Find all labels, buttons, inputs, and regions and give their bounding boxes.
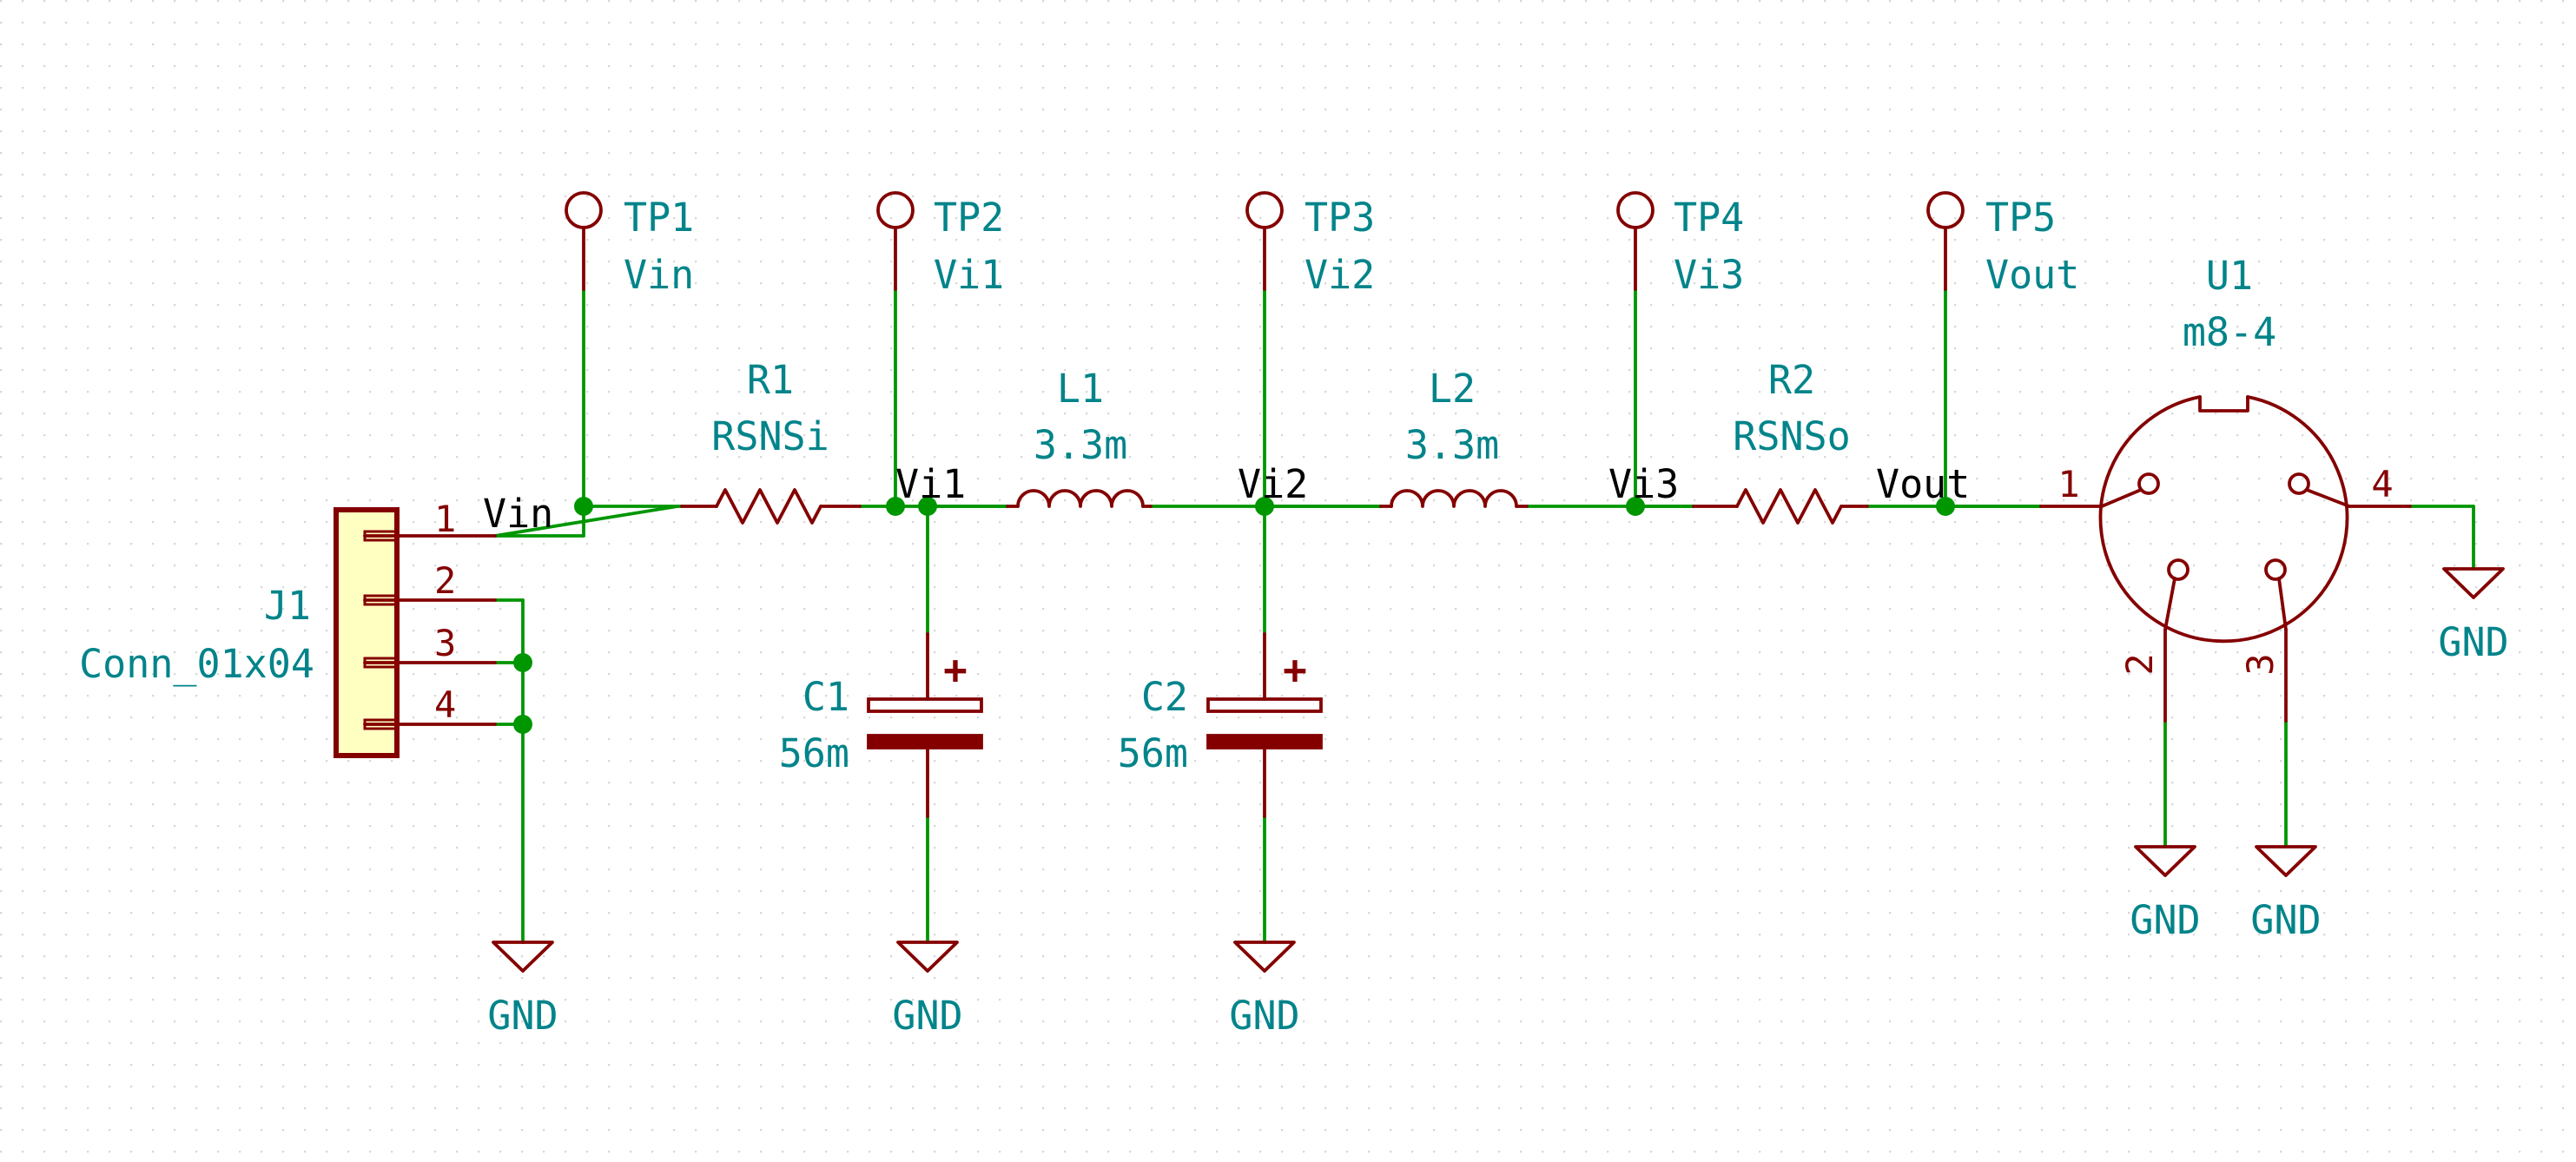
j1-reference: J1 [264, 583, 311, 629]
j1-pin-1-number: 1 [434, 498, 456, 540]
junction-vi1-tp2 [886, 497, 905, 516]
junction-vi3 [1626, 497, 1645, 516]
gnd-label-j1: GND [487, 993, 558, 1039]
net-labels: Vin Vi1 Vi2 Vi3 Vout [483, 461, 1970, 537]
l2-reference: L2 [1429, 366, 1476, 412]
c2-negative-plate [1206, 734, 1323, 749]
j1-pin-2-number: 2 [434, 559, 456, 602]
wire-vin-to-r1[interactable] [493, 505, 679, 538]
resistor-r2[interactable]: R2 RSNSo [1692, 357, 1869, 525]
tp5-value: Vout [1985, 252, 2079, 298]
c2-value: 56m [1118, 730, 1188, 776]
c1-value: 56m [779, 730, 849, 776]
u1-pin2-socket [2167, 558, 2190, 581]
tp1-reference: TP1 [624, 195, 694, 241]
inductor-l1[interactable]: L1 3.3m [1006, 366, 1153, 508]
gnd-label-c1: GND [892, 993, 962, 1039]
gnd-label-u1-pin3: GND [2250, 897, 2321, 943]
u1-pin3-socket [2264, 558, 2287, 581]
tp3-reference: TP3 [1305, 195, 1375, 241]
c1-positive-plate [867, 697, 983, 713]
gnd-symbol-u1-pin2[interactable]: GND [2130, 845, 2201, 943]
u1-pin-4-number: 4 [2371, 463, 2393, 505]
c1-negative-plate [867, 734, 983, 749]
connector-j1-body [334, 507, 400, 758]
junction-vout [1936, 497, 1955, 516]
junction-vi2 [1255, 497, 1274, 516]
test-point-tp5[interactable]: TP5 Vout [1926, 191, 2079, 298]
gnd-symbol-u1-pin4[interactable]: GND [2438, 567, 2509, 665]
net-label-vin[interactable]: Vin [483, 491, 553, 537]
l1-reference: L1 [1057, 366, 1104, 412]
u1-key-notch [2198, 395, 2249, 413]
connector-u1[interactable]: 1 2 3 4 U1 m8-4 [2039, 253, 2412, 723]
junction-j1-pin4 [513, 715, 532, 734]
j1-pin-4-number: 4 [434, 683, 456, 726]
l1-value: 3.3m [1034, 422, 1127, 468]
net-label-vi2[interactable]: Vi2 [1238, 461, 1308, 507]
gnd-symbol-j1[interactable]: GND [487, 941, 558, 1039]
capacitor-c1[interactable]: + C1 56m [779, 632, 983, 818]
tp1-value: Vin [624, 252, 694, 298]
net-label-vi3[interactable]: Vi3 [1608, 461, 1679, 507]
test-point-tp2[interactable]: TP2 Vi1 [876, 191, 1004, 298]
tp5-reference: TP5 [1985, 195, 2056, 241]
gnd-label-c2: GND [1229, 993, 1299, 1039]
tp2-reference: TP2 [934, 195, 1004, 241]
j1-value: Conn_01x04 [79, 641, 314, 687]
u1-body-circle [2098, 395, 2349, 644]
junction-j1-pin3 [513, 653, 532, 672]
u1-pin-1-number: 1 [2057, 463, 2079, 505]
capacitor-c2[interactable]: + C2 56m [1118, 632, 1323, 818]
r2-reference: R2 [1768, 357, 1815, 403]
gnd-symbol-c2[interactable]: GND [1229, 941, 1300, 1039]
c2-reference: C2 [1141, 674, 1188, 720]
gnd-label-u1-pin2: GND [2130, 897, 2200, 943]
connector-j1[interactable]: 1 2 3 4 J1 Conn_01x04 [79, 498, 497, 758]
junctions [513, 497, 1955, 734]
u1-value: m8-4 [2183, 309, 2276, 355]
u1-pin1-socket [2137, 472, 2160, 495]
connector-j1-pins [363, 530, 497, 730]
gnd-symbol-c1[interactable]: GND [892, 941, 963, 1039]
l2-value: 3.3m [1405, 422, 1499, 468]
tp3-value: Vi2 [1305, 252, 1375, 298]
tp4-value: Vi3 [1674, 252, 1744, 298]
j1-pin-3-number: 3 [434, 622, 456, 664]
test-point-tp4[interactable]: TP4 Vi3 [1616, 191, 1744, 298]
gnd-label-u1-pin4: GND [2438, 619, 2508, 665]
u1-pin4-socket [2288, 472, 2310, 495]
tp4-reference: TP4 [1674, 195, 1744, 241]
inductor-l2[interactable]: L2 3.3m [1379, 366, 1529, 508]
r1-reference: R1 [747, 357, 794, 403]
net-label-vout[interactable]: Vout [1876, 461, 1970, 507]
u1-pin-3-number: 3 [2239, 653, 2282, 675]
gnd-symbol-u1-pin3[interactable]: GND [2250, 845, 2322, 943]
r2-value: RSNSo [1733, 413, 1850, 459]
c2-polarity-mark: + [1283, 646, 1307, 693]
c1-reference: C1 [803, 674, 849, 720]
c2-positive-plate [1206, 697, 1323, 713]
u1-reference: U1 [2206, 253, 2253, 299]
tp2-value: Vi1 [934, 252, 1004, 298]
resistor-r1[interactable]: R1 RSNSi [680, 357, 862, 525]
test-point-tp3[interactable]: TP3 Vi2 [1245, 191, 1375, 298]
net-label-vi1[interactable]: Vi1 [895, 461, 966, 507]
c1-polarity-mark: + [943, 646, 968, 693]
u1-pin-2-number: 2 [2118, 653, 2161, 675]
junction-vi1-c1 [918, 497, 937, 516]
junction-vin [574, 497, 593, 516]
test-point-tp1[interactable]: TP1 Vin [565, 191, 694, 298]
r1-value: RSNSi [711, 413, 829, 459]
